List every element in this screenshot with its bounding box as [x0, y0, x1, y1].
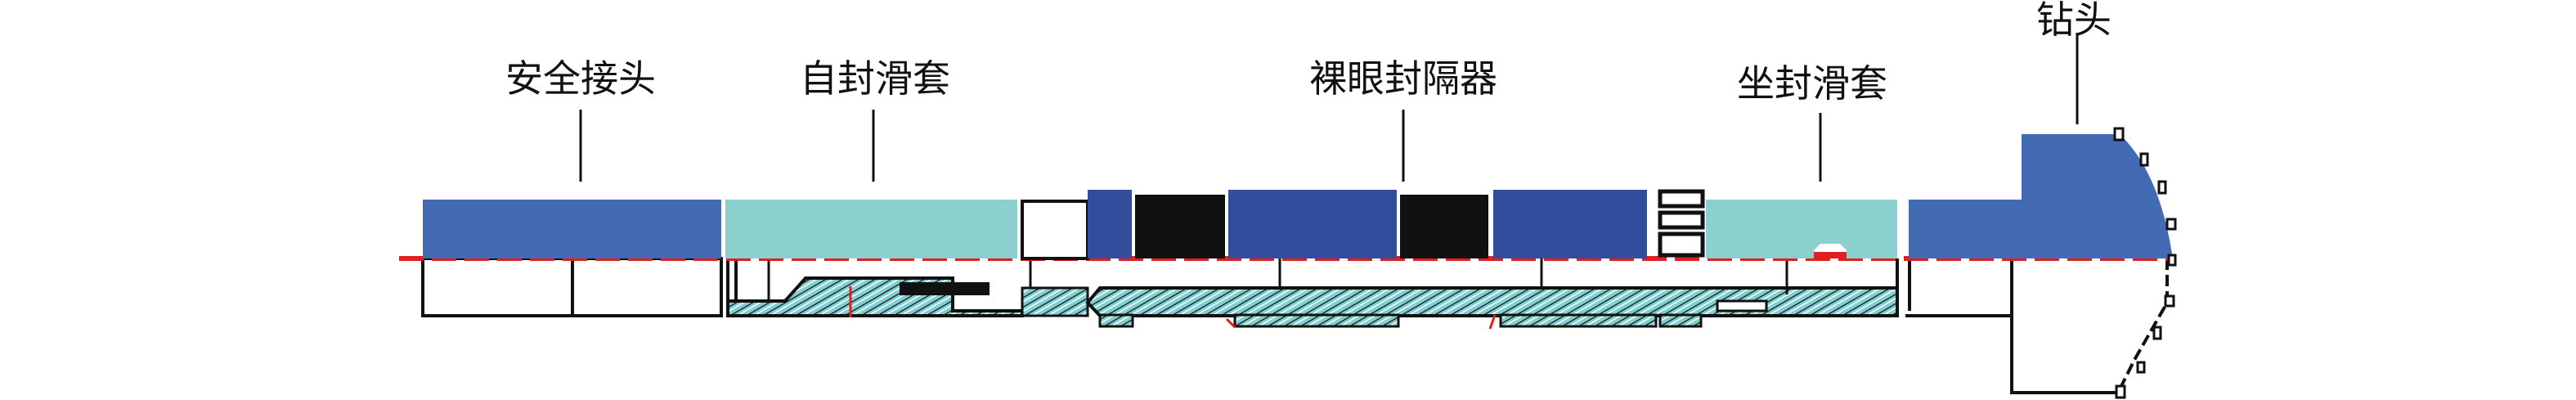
openhole-packer-body — [1088, 189, 1705, 258]
label-drill-bit: 钻头 — [2036, 0, 2112, 42]
packer-end-ring — [1493, 190, 1647, 258]
label-safety-joint: 安全接头 — [505, 56, 656, 101]
self-sealing-sleeve-body — [725, 200, 1017, 258]
packer-rubber-element — [1400, 195, 1488, 258]
label-setting-sleeve: 坐封滑套 — [1737, 61, 1887, 106]
bit-cutters — [2113, 127, 2177, 399]
bit-cutter-profile-lower — [2116, 258, 2169, 393]
packer-thread-section — [1658, 189, 1705, 258]
setting-sleeve-body — [1706, 200, 1897, 258]
inner-mandrel-hatched — [726, 258, 1899, 330]
leader-lines — [579, 33, 2079, 182]
lower-section-outline — [421, 257, 2169, 394]
packer-spacer-ring — [1228, 190, 1397, 258]
label-self-sealing-sleeve: 自封滑套 — [800, 56, 950, 101]
packer-end-ring — [1088, 190, 1132, 258]
drill-bit-body — [1909, 127, 2177, 399]
connector-sub — [1021, 200, 1089, 260]
label-openhole-packer: 裸眼封隔器 — [1309, 56, 1497, 101]
bit-lower-outline — [2010, 258, 2118, 394]
safety-joint-body — [423, 200, 721, 258]
packer-rubber-element — [1135, 195, 1225, 258]
